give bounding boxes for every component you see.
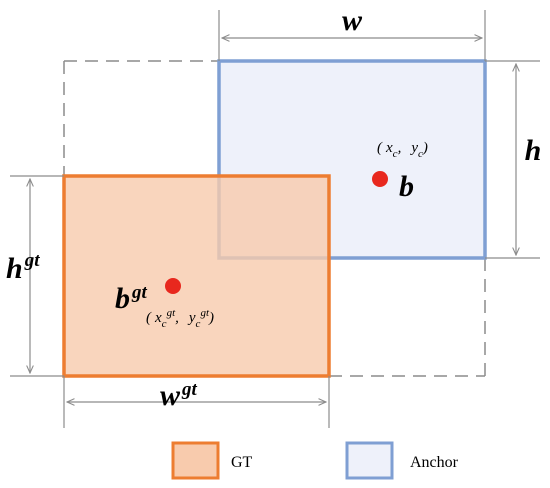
gt-width-dimension [63,376,330,428]
enclosing-dashed-box [63,60,486,377]
anchor-height-label: h [525,134,542,167]
gt-box [62,174,331,378]
anchor-width-label: w [342,4,363,37]
gt-center-dot [165,278,181,294]
anchor-center-dot [372,171,388,187]
anchor-center-coordinates: (xc,yc) [377,140,428,160]
legend-label-gt: GT [231,454,253,471]
gt-center-coordinates: (xcgt,ycgt) [146,307,214,330]
anchor-center-label: b [399,170,414,203]
legend-swatch-gt [171,441,220,480]
anchor-height-dimension [485,60,540,259]
legend-label-anchor: Anchor [410,454,459,471]
legend: GT Anchor [171,441,459,480]
gt-height-dimension [10,175,64,377]
anchor-width-dimension [218,10,486,61]
legend-swatch-anchor [345,441,394,480]
